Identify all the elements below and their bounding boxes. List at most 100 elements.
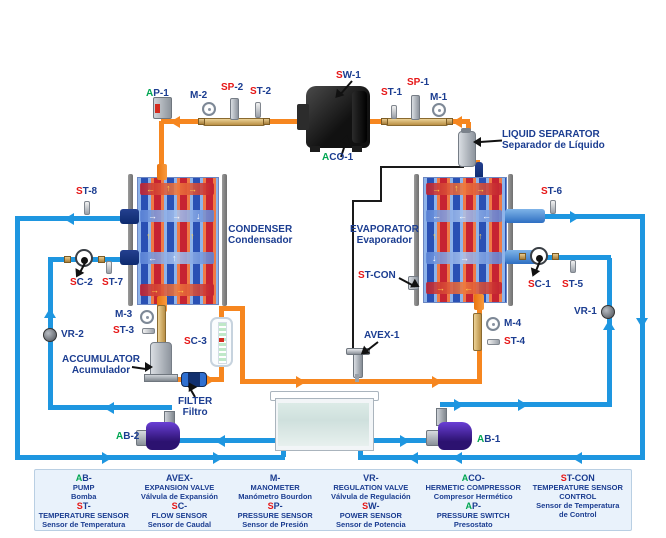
pipe-left-down <box>15 216 20 460</box>
condenser-graphic <box>137 177 219 305</box>
sp2-pressure-sensor-icon <box>230 98 239 120</box>
accumulator-base <box>144 374 178 382</box>
flow-arrow <box>572 452 582 464</box>
condenser-band <box>140 284 214 296</box>
label-accumulator: ACCUMULATOR Acumulador <box>62 354 140 376</box>
pipe-tank-left-out <box>178 438 278 443</box>
pipe-discharge-vertical <box>159 121 164 173</box>
compressor-foot <box>310 146 320 152</box>
compressor-terminal-box <box>297 104 309 130</box>
pipe-sc3-top <box>219 306 224 319</box>
label-filter: FILTER Filtro <box>178 396 213 418</box>
sc1-tail-head <box>527 267 541 279</box>
label-sp1: SP-1 <box>407 77 430 88</box>
pipe-fitting <box>263 118 270 125</box>
evaporator-rail-right <box>508 174 513 306</box>
label-aco1: ACO-1 <box>322 152 354 163</box>
flow-glyph: ← <box>146 184 155 194</box>
legend-col-compressor: ACO- HERMETIC COMPRESSOR Compresor Hermé… <box>425 473 521 529</box>
separator-pointer-head <box>473 137 481 147</box>
legend-col-regulation-valve: VR- REGULATION VALVE Válvula de Regulaci… <box>331 473 411 529</box>
m2-manometer-icon <box>202 102 216 116</box>
flow-glyph: ↑ <box>146 231 151 241</box>
flow-arrow <box>170 116 180 128</box>
separator-pointer-line <box>479 139 503 143</box>
evaporator-rail-left <box>414 174 419 306</box>
label-st7: ST-7 <box>102 277 124 288</box>
flow-glyph: → <box>436 283 445 293</box>
condenser-left-lower-stub <box>120 250 139 265</box>
label-avex1: AVEX-1 <box>364 330 400 341</box>
label-st1: ST-1 <box>381 87 403 98</box>
st5-temperature-sensor-icon <box>570 260 576 273</box>
label-st6: ST-6 <box>541 186 563 197</box>
st1-temperature-sensor-icon <box>391 105 397 119</box>
label-vr2: VR-2 <box>61 329 84 340</box>
legend-col-manometer: M- MANOMETER Manómetro Bourdon SP- PRESS… <box>237 473 313 529</box>
ap1-pressure-switch-icon <box>153 97 172 119</box>
label-ap1: AP-1 <box>146 88 169 99</box>
flow-glyph: ↓ <box>432 253 437 263</box>
legend-col-expansion-valve: AVEX- EXPANSION VALVE Válvula de Expansi… <box>140 473 218 529</box>
condenser-band <box>140 210 214 222</box>
flow-glyph: ↓ <box>196 211 201 221</box>
label-m1: M-1 <box>430 92 448 103</box>
filter-icon <box>181 372 207 387</box>
legend-col-temp-sensor-control: ST-CON TEMPERATURE SENSOR CONTROL Sensor… <box>532 473 623 519</box>
vr1-regulation-valve-icon <box>601 305 615 319</box>
st7-temperature-sensor-icon <box>106 261 112 274</box>
st8-temperature-sensor-icon <box>84 201 90 215</box>
pipe-fitting <box>381 118 388 125</box>
flow-glyph: ↑ <box>454 183 459 193</box>
pipe-right-down <box>640 214 645 460</box>
label-st4: ST-4 <box>504 336 526 347</box>
condenser-bottom-stub <box>157 296 167 312</box>
condenser-top-stub <box>157 164 167 180</box>
label-ab2: AB-2 <box>116 431 140 442</box>
condenser-left-upper-stub <box>120 209 139 224</box>
flow-glyph: → <box>150 285 159 295</box>
ab2-pump-body <box>146 422 180 450</box>
evaporator-band <box>426 210 502 222</box>
label-m3: M-3 <box>115 309 133 320</box>
label-sc1: SC-1 <box>528 279 551 290</box>
pipe-bottom-right <box>358 455 645 460</box>
flow-glyph: ← <box>432 211 441 221</box>
flow-glyph: ← <box>148 253 157 263</box>
label-sc3: SC-3 <box>184 336 207 347</box>
flow-glyph: ↑ <box>190 231 195 241</box>
flow-arrow <box>64 213 74 225</box>
pipe-fitting <box>198 118 205 125</box>
flow-arrow <box>452 452 462 464</box>
label-sp2: SP-2 <box>221 82 244 93</box>
pipe-tank-left-stub <box>281 445 286 457</box>
flow-glyph: → <box>172 211 181 221</box>
pipe-fitting <box>552 253 559 260</box>
flow-glyph: ↑ <box>172 253 177 263</box>
condenser-band <box>140 183 214 195</box>
flow-arrow <box>454 399 464 411</box>
flow-arrow <box>296 376 306 388</box>
legend-col-pump: AB- PUMP Bomba ST- TEMPERATURE SENSOR Se… <box>38 473 129 529</box>
pipe-fitting <box>64 256 71 263</box>
label-liquid-separator: LIQUID SEPARATOR Separador de Líquido <box>502 129 605 151</box>
avex1-valve-wheel <box>346 348 370 355</box>
pipe-evaporator-top-stub <box>475 162 483 180</box>
flow-glyph: ↑ <box>432 231 437 241</box>
label-sw1: SW-1 <box>336 70 361 81</box>
flow-arrow <box>636 318 648 328</box>
flow-glyph: ← <box>464 283 473 293</box>
label-stcon: ST-CON <box>358 270 396 281</box>
pipe-liquid-line <box>240 379 482 384</box>
pipe-vr1-riser <box>607 258 612 406</box>
flow-arrow <box>408 452 418 464</box>
flow-glyph: ↑ <box>478 231 483 241</box>
flow-arrow <box>400 435 410 447</box>
flow-arrow <box>603 320 615 330</box>
sc3-scale <box>218 322 227 364</box>
pipe-fitting <box>519 253 526 260</box>
avex-sensing-line-v1 <box>380 166 382 202</box>
avex-sensing-line-h1 <box>380 166 464 168</box>
m4-manifold <box>473 313 482 351</box>
sc3-float <box>219 338 224 342</box>
